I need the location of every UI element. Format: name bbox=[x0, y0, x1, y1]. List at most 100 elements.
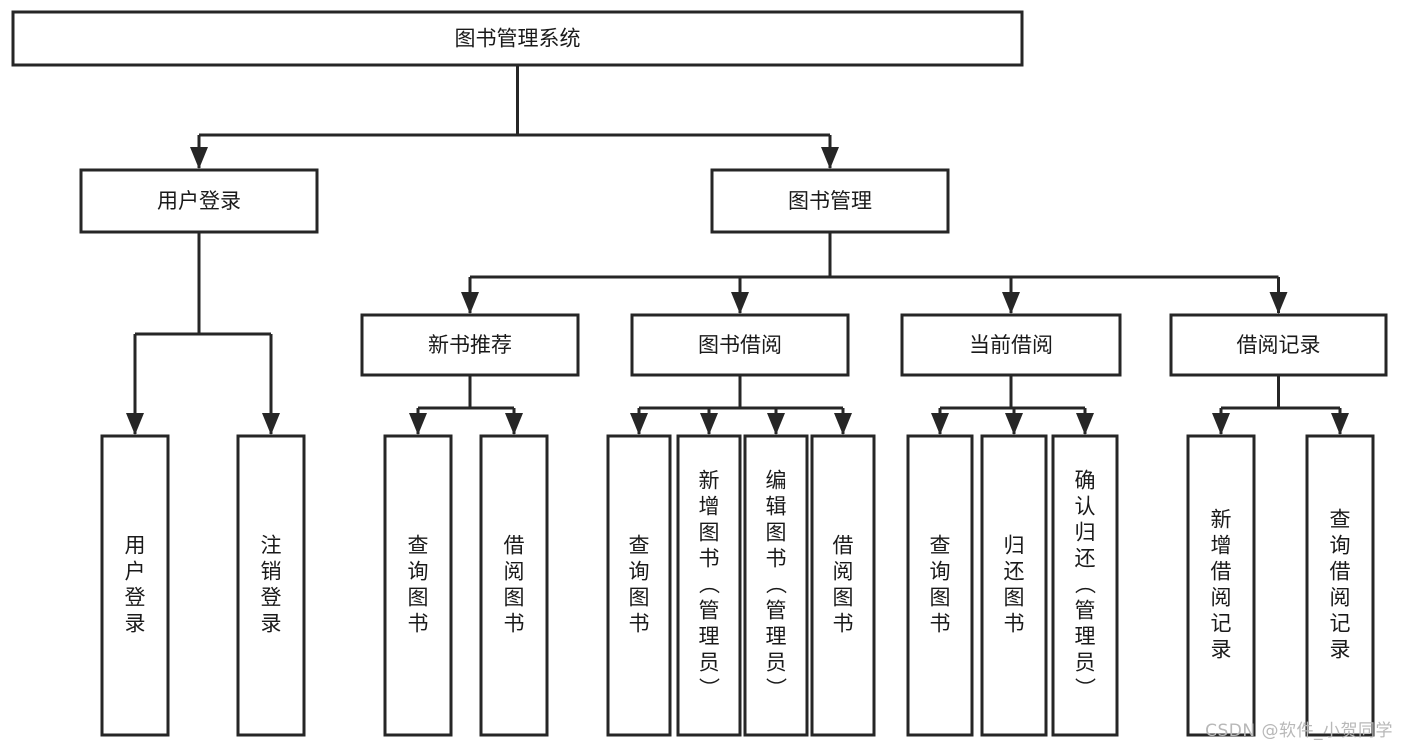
svg-text:）: ） bbox=[696, 677, 720, 698]
svg-text:销: 销 bbox=[261, 559, 282, 583]
svg-text:辑: 辑 bbox=[766, 494, 787, 518]
svg-text:归: 归 bbox=[1075, 520, 1096, 544]
svg-text:归: 归 bbox=[1004, 533, 1025, 557]
svg-text:还: 还 bbox=[1004, 559, 1025, 583]
arrow-head-icon bbox=[1076, 413, 1094, 435]
arrow-head-icon bbox=[1212, 413, 1230, 435]
svg-text:（: （ bbox=[763, 573, 787, 594]
arrow-head-icon bbox=[1331, 413, 1349, 435]
svg-text:理: 理 bbox=[1075, 624, 1096, 648]
node-current-borrow[interactable] bbox=[900, 313, 1122, 377]
svg-text:借: 借 bbox=[504, 533, 525, 557]
arrow-head-icon bbox=[262, 413, 280, 435]
node-leaf-add-book[interactable] bbox=[676, 434, 742, 737]
node-book-borrow[interactable] bbox=[630, 313, 850, 377]
node-leaf-logout[interactable] bbox=[236, 434, 306, 737]
nodes-layer: 图书管理系统用户登录图书管理新书推荐图书借阅当前借阅借阅记录用户登录注销登录查询… bbox=[11, 10, 1388, 737]
node-label-vertical: 用户登录 bbox=[125, 533, 146, 635]
arrow-head-icon bbox=[1002, 292, 1020, 314]
svg-text:登: 登 bbox=[261, 585, 282, 609]
node-leaf-borrow-book-b[interactable] bbox=[810, 434, 876, 737]
svg-text:员: 员 bbox=[1075, 650, 1096, 674]
svg-text:询: 询 bbox=[1330, 533, 1351, 557]
node-leaf-return-book[interactable] bbox=[980, 434, 1048, 737]
svg-text:员: 员 bbox=[699, 650, 720, 674]
svg-text:管: 管 bbox=[766, 598, 787, 622]
node-label: 当前借阅 bbox=[969, 333, 1053, 357]
node-leaf-user-login[interactable] bbox=[100, 434, 170, 737]
arrow-head-icon bbox=[700, 413, 718, 435]
svg-text:图: 图 bbox=[408, 585, 429, 609]
arrow-head-icon bbox=[190, 147, 208, 169]
svg-text:记: 记 bbox=[1211, 611, 1232, 635]
arrow-head-icon bbox=[1269, 292, 1288, 314]
svg-text:书: 书 bbox=[504, 611, 525, 635]
arrow-head-icon bbox=[821, 147, 839, 169]
svg-text:书: 书 bbox=[408, 611, 429, 635]
node-label: 图书借阅 bbox=[698, 333, 782, 357]
svg-text:户: 户 bbox=[125, 559, 146, 583]
node-borrow-record[interactable] bbox=[1169, 313, 1388, 377]
svg-text:图: 图 bbox=[629, 585, 650, 609]
node-book-manage[interactable] bbox=[710, 168, 950, 234]
svg-text:书: 书 bbox=[930, 611, 951, 635]
arrow-head-icon bbox=[931, 413, 949, 435]
svg-text:阅: 阅 bbox=[1330, 585, 1351, 609]
svg-text:理: 理 bbox=[699, 624, 720, 648]
node-leaf-query-book-rec[interactable] bbox=[383, 434, 453, 737]
arrow-head-icon bbox=[461, 292, 479, 314]
svg-text:书: 书 bbox=[766, 546, 787, 570]
watermark-text: CSDN @软件_小贺同学 bbox=[1205, 721, 1393, 741]
node-leaf-query-book-c[interactable] bbox=[906, 434, 974, 737]
svg-text:书: 书 bbox=[629, 611, 650, 635]
svg-text:员: 员 bbox=[766, 650, 787, 674]
svg-text:录: 录 bbox=[261, 611, 282, 635]
svg-text:新: 新 bbox=[1211, 507, 1232, 531]
svg-text:图: 图 bbox=[930, 585, 951, 609]
svg-text:记: 记 bbox=[1330, 611, 1351, 635]
svg-text:询: 询 bbox=[408, 559, 429, 583]
node-label: 图书管理 bbox=[788, 189, 872, 213]
arrow-head-icon bbox=[731, 292, 749, 314]
node-leaf-query-book-b[interactable] bbox=[606, 434, 672, 737]
node-leaf-confirm-return[interactable] bbox=[1051, 434, 1119, 737]
node-label: 用户登录 bbox=[157, 189, 241, 213]
svg-text:借: 借 bbox=[1330, 559, 1351, 583]
svg-text:（: （ bbox=[696, 573, 720, 594]
node-user-login[interactable] bbox=[79, 168, 319, 234]
svg-text:阅: 阅 bbox=[833, 559, 854, 583]
node-root-图书管理系统[interactable] bbox=[11, 10, 1024, 67]
node-leaf-query-record[interactable] bbox=[1305, 434, 1375, 737]
node-leaf-add-record[interactable] bbox=[1186, 434, 1256, 737]
svg-text:书: 书 bbox=[1004, 611, 1025, 635]
svg-text:录: 录 bbox=[125, 611, 146, 635]
svg-text:借: 借 bbox=[833, 533, 854, 557]
svg-text:增: 增 bbox=[699, 494, 720, 518]
svg-text:（: （ bbox=[1072, 573, 1096, 594]
node-label: 新书推荐 bbox=[428, 333, 512, 357]
svg-text:认: 认 bbox=[1075, 494, 1096, 518]
node-leaf-edit-book[interactable] bbox=[743, 434, 809, 737]
node-leaf-borrow-book-rec[interactable] bbox=[479, 434, 549, 737]
arrow-head-icon bbox=[126, 413, 144, 435]
svg-text:新: 新 bbox=[699, 468, 720, 492]
svg-text:图: 图 bbox=[833, 585, 854, 609]
svg-text:查: 查 bbox=[1330, 507, 1351, 531]
svg-text:还: 还 bbox=[1075, 546, 1096, 570]
svg-text:借: 借 bbox=[1211, 559, 1232, 583]
svg-text:查: 查 bbox=[408, 533, 429, 557]
svg-text:管: 管 bbox=[699, 598, 720, 622]
svg-text:图: 图 bbox=[1004, 585, 1025, 609]
node-new-book-rec[interactable] bbox=[360, 313, 580, 377]
svg-text:录: 录 bbox=[1330, 637, 1351, 661]
